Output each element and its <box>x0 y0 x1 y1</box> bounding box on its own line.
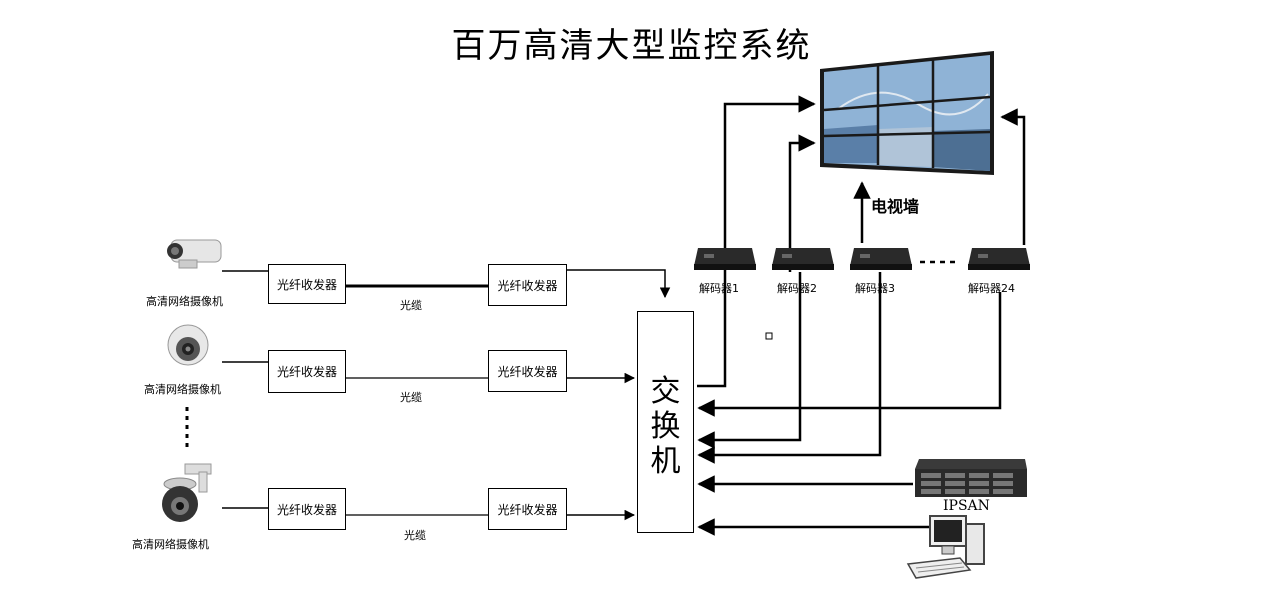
camera-label-3: 高清网络摄像机 <box>132 538 209 551</box>
decoder-label-2: 解码器2 <box>777 282 817 295</box>
decoder-device-1 <box>694 248 756 270</box>
decoder-label-24: 解码器24 <box>968 282 1015 295</box>
fiber-transceiver-1b: 光纤收发器 <box>488 264 567 306</box>
fiber-transceiver-1a: 光纤收发器 <box>268 264 346 304</box>
cable-label-1: 光缆 <box>400 299 422 312</box>
fiber-transceiver-2b: 光纤收发器 <box>488 350 567 392</box>
cable-label-3: 光缆 <box>404 529 426 542</box>
ipsan-storage-icon <box>915 459 1027 497</box>
diagram-title: 百万高清大型监控系统 <box>451 26 812 66</box>
video-wall-icon <box>820 51 994 175</box>
decoder-label-3: 解码器3 <box>855 282 895 295</box>
camera-label-2: 高清网络摄像机 <box>144 383 221 396</box>
decoder-device-3 <box>850 248 912 270</box>
cable-label-2: 光缆 <box>400 391 422 404</box>
decoder-label-1: 解码器1 <box>699 282 739 295</box>
decoder-device-2 <box>772 248 834 270</box>
computer-icon <box>906 515 985 579</box>
switch-label: 交换机 <box>650 374 681 479</box>
ipsan-label: IPSAN <box>943 498 990 514</box>
dome-camera-icon <box>167 324 209 366</box>
bullet-camera-icon <box>167 239 222 269</box>
ptz-camera-icon <box>162 463 212 522</box>
video-wall-label: 电视墙 <box>871 197 920 216</box>
fiber-transceiver-2a: 光纤收发器 <box>268 350 346 393</box>
fiber-transceiver-3b: 光纤收发器 <box>488 488 567 530</box>
camera-label-1: 高清网络摄像机 <box>146 295 223 308</box>
decoder-device-24 <box>968 248 1030 270</box>
fiber-transceiver-3a: 光纤收发器 <box>268 488 346 530</box>
network-switch: 交换机 <box>637 311 694 533</box>
